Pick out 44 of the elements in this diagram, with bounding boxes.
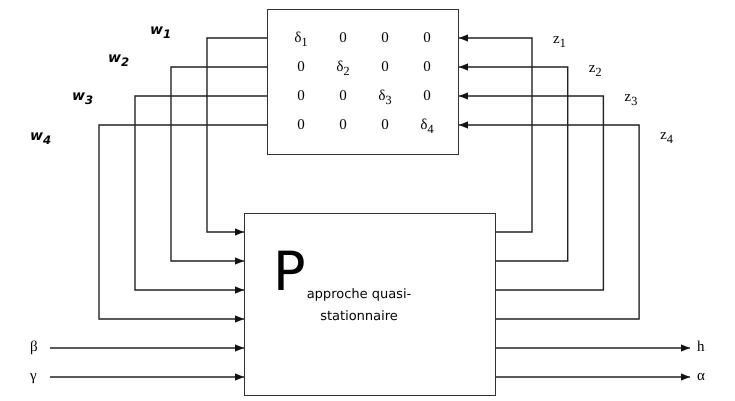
edge-label: w$_{2}$ bbox=[108, 50, 130, 70]
matrix-entry: 0 bbox=[380, 59, 390, 75]
matrix-entry: 0 bbox=[380, 117, 390, 133]
edge-label: w$_{1}$ bbox=[150, 22, 172, 42]
arrow bbox=[134, 95, 267, 294]
matrix-box bbox=[267, 9, 459, 155]
matrix-entry: 0 bbox=[422, 30, 432, 46]
matrix-entry: 0 bbox=[296, 59, 306, 75]
edge-label: z$_{1}$ bbox=[553, 31, 566, 51]
matrix-entry: δ$_{2}$ bbox=[335, 59, 351, 79]
arrow bbox=[459, 34, 533, 233]
arrow bbox=[459, 63, 568, 262]
matrix-entry: 0 bbox=[296, 88, 306, 104]
edge-label: h bbox=[697, 339, 704, 355]
matrix-entry: δ$_{1}$ bbox=[293, 30, 309, 50]
arrow bbox=[496, 373, 690, 381]
process-box bbox=[244, 213, 496, 396]
matrix-entry: δ$_{4}$ bbox=[419, 117, 435, 137]
arrow bbox=[459, 92, 604, 291]
block-symbol: P bbox=[273, 242, 306, 302]
edge-label: w$_{4}$ bbox=[30, 128, 52, 148]
edge-label: z$_{4}$ bbox=[660, 127, 674, 147]
edge-label: w$_{3}$ bbox=[72, 88, 94, 108]
matrix-entry: 0 bbox=[380, 30, 390, 46]
arrow bbox=[206, 37, 267, 236]
matrix-entry: δ$_{3}$ bbox=[377, 88, 393, 108]
arrow bbox=[50, 344, 244, 352]
arrow bbox=[496, 344, 690, 352]
arrow bbox=[50, 373, 244, 381]
matrix-entry: 0 bbox=[338, 117, 348, 133]
block-description: approche quasi-stationnaire bbox=[306, 286, 412, 326]
matrix-entry: 0 bbox=[296, 117, 306, 133]
edge-label: γ bbox=[30, 368, 37, 384]
arrow bbox=[98, 124, 267, 323]
matrix-entry: 0 bbox=[422, 88, 432, 104]
matrix-entry: 0 bbox=[422, 59, 432, 75]
arrow bbox=[170, 66, 267, 265]
edge-label: z$_{2}$ bbox=[588, 60, 602, 80]
edge-label: β bbox=[30, 339, 38, 355]
arrow bbox=[459, 121, 640, 320]
edge-label: z$_{3}$ bbox=[624, 89, 638, 109]
matrix-entry: 0 bbox=[338, 30, 348, 46]
edge-label: α bbox=[697, 368, 705, 384]
matrix-entry: 0 bbox=[338, 88, 348, 104]
